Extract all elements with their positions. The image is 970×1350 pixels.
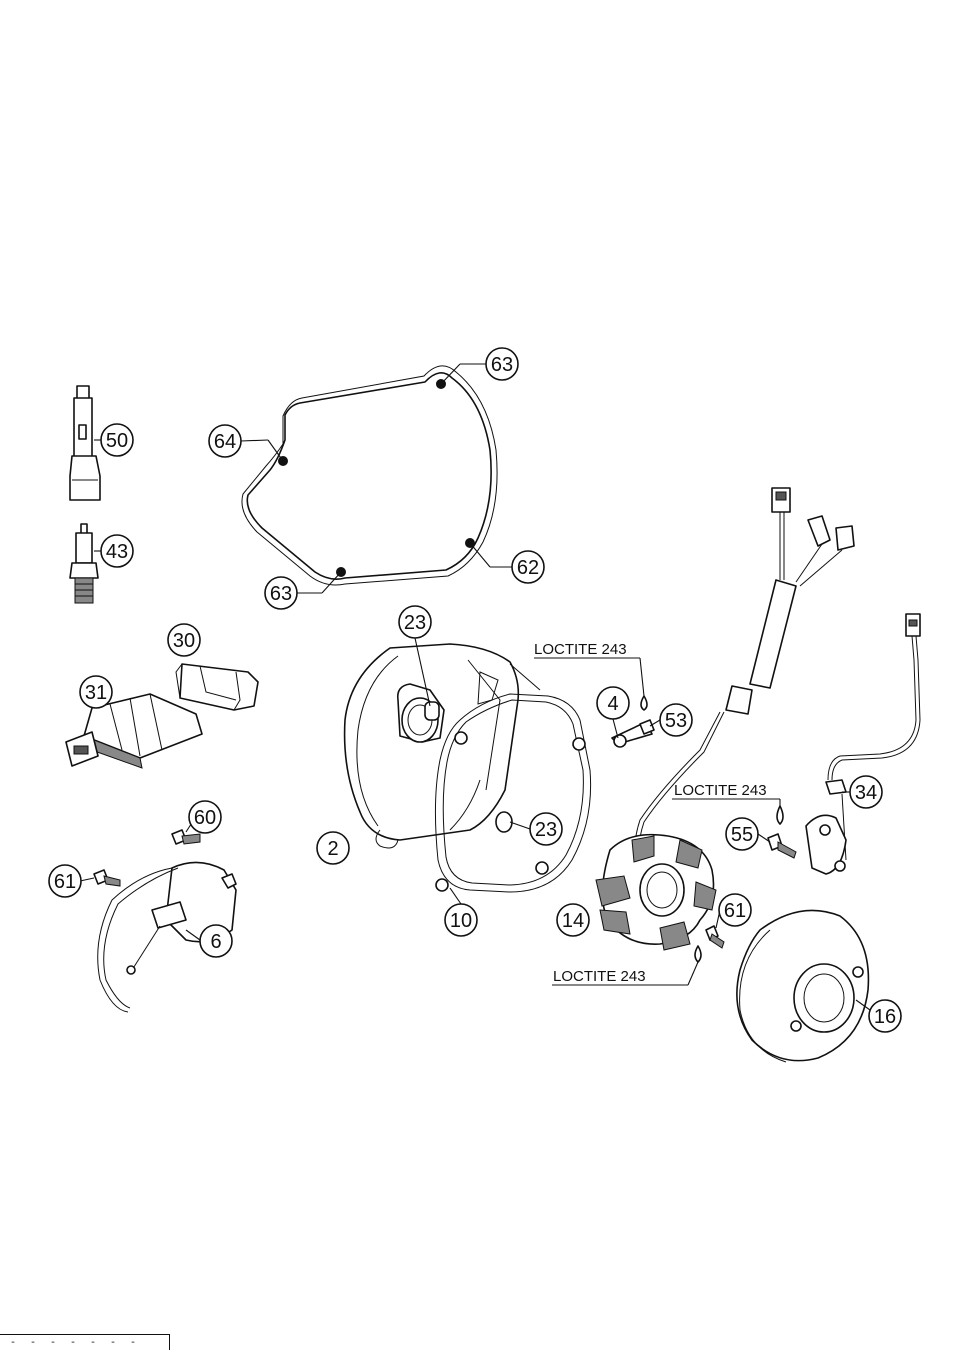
callout-number: 62: [517, 557, 539, 579]
callout-43: 43: [100, 534, 134, 568]
small-bolt-part: [93, 805, 797, 963]
callout-55: 55: [725, 817, 759, 851]
cdi-unit-part: [65, 693, 203, 769]
callout-64: 64: [208, 424, 242, 458]
callout-number: 61: [54, 871, 76, 893]
callout-number: 63: [270, 583, 292, 605]
callout-number: 2: [327, 838, 338, 860]
callout-number: 64: [214, 431, 236, 453]
loctite-label: LOCTITE 243: [553, 968, 646, 985]
callout-number: 30: [173, 630, 195, 652]
callout-number: 60: [194, 807, 216, 829]
stator-part: [595, 833, 717, 951]
callout-number: 61: [724, 900, 746, 922]
callout-30: 30: [167, 623, 201, 657]
pickup-sensor-part: [805, 613, 921, 875]
callout-23-top: 23: [398, 605, 432, 639]
callout-number: 14: [562, 910, 584, 932]
stator-carrier-part: [343, 643, 541, 849]
callout-53: 53: [659, 703, 693, 737]
cdi-cover-part: [175, 663, 259, 711]
flywheel-part: [736, 909, 870, 1063]
callout-number: 43: [106, 541, 128, 563]
callout-16: 16: [868, 999, 902, 1033]
callout-34: 34: [849, 775, 883, 809]
loctite-note-bottom: LOCTITE 243: [553, 968, 646, 985]
callout-number: 55: [731, 824, 753, 846]
callout-62: 62: [511, 550, 545, 584]
wiring-harness-part: [634, 487, 855, 873]
callout-10: 10: [444, 903, 478, 937]
bolt-part: [611, 695, 655, 748]
callout-61-right: 61: [718, 893, 752, 927]
loctite-label: LOCTITE 243: [674, 782, 767, 799]
loctite-note-right: LOCTITE 243: [674, 782, 767, 799]
callout-2: 2: [316, 831, 350, 865]
callout-number: 63: [491, 354, 513, 376]
spark-plug-connector-part: [69, 385, 101, 501]
callout-number: 50: [106, 430, 128, 452]
callout-number: 6: [210, 931, 221, 953]
callout-63-bottom: 63: [264, 576, 298, 610]
stator-gasket-part: [434, 693, 592, 893]
callout-number: 4: [607, 693, 618, 715]
callout-61-left: 61: [48, 864, 82, 898]
callout-number: 10: [450, 910, 472, 932]
callout-number: 23: [535, 819, 557, 841]
callout-number: 34: [855, 782, 877, 804]
callout-60: 60: [188, 800, 222, 834]
callout-4: 4: [596, 686, 630, 720]
ignition-cover-gasket-part: [241, 365, 498, 586]
callout-number: 53: [665, 710, 687, 732]
loctite-note-top: LOCTITE 243: [534, 641, 627, 658]
callout-number: 31: [85, 682, 107, 704]
callout-31: 31: [79, 675, 113, 709]
callout-14: 14: [556, 903, 590, 937]
footer-dashes: - - - - - - -: [10, 1338, 141, 1349]
loctite-label: LOCTITE 243: [534, 641, 627, 658]
callout-number: 23: [404, 612, 426, 634]
spark-plug-part: [69, 523, 99, 604]
callout-23-bottom: 23: [529, 812, 563, 846]
callout-number: 16: [874, 1006, 896, 1028]
callout-6: 6: [199, 924, 233, 958]
callout-50: 50: [100, 423, 134, 457]
callout-63-top: 63: [485, 347, 519, 381]
ignition-coil-part: [97, 861, 237, 1013]
leader-lines: [79, 363, 871, 1011]
footer-reference-mark: - - - - - - -: [0, 1334, 170, 1350]
